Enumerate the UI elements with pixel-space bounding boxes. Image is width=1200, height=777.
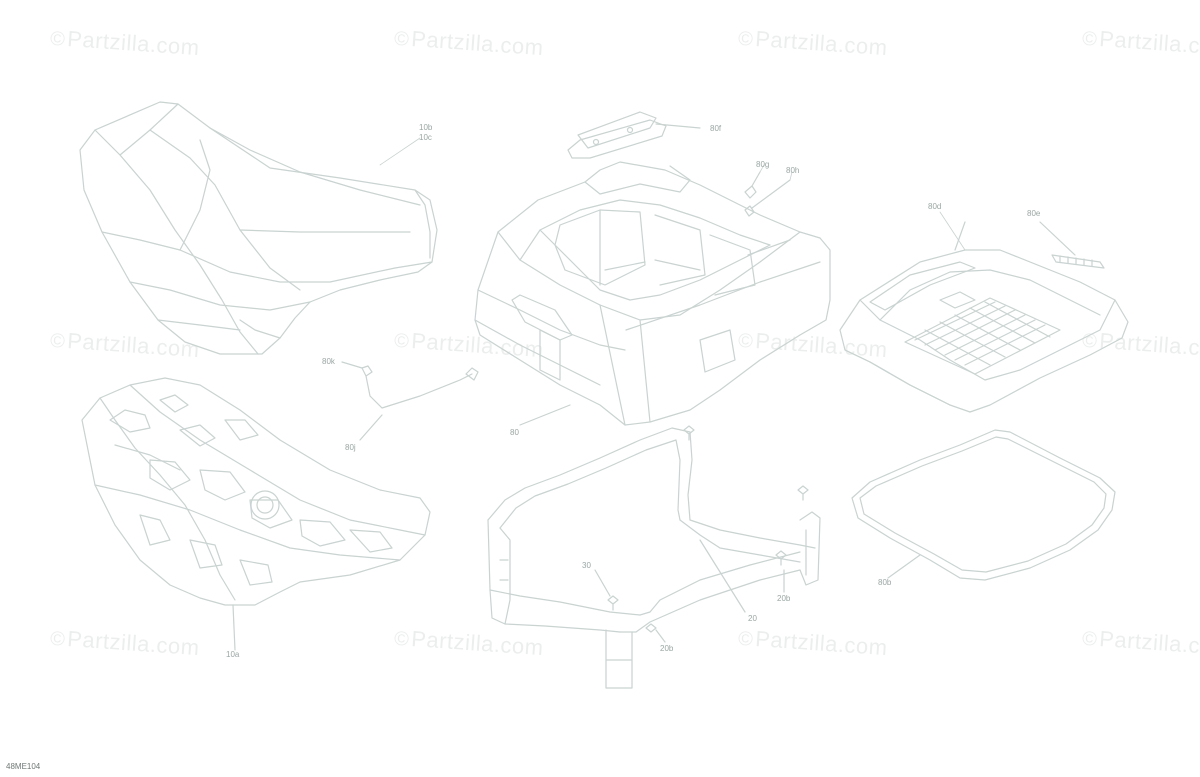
mounting-frame-part [487,427,821,689]
callout-10a: 10a [226,650,240,659]
callout-80f: 80f [710,124,722,133]
callout-80: 80 [510,428,519,437]
callout-80b: 80b [878,578,892,587]
seat-cushion-part [79,101,438,355]
bolt-part [594,425,809,643]
screw-80h-part [744,179,791,217]
callout-30: 30 [582,561,591,570]
latch-strip-part [1039,221,1105,269]
callout-80e: 80e [1027,209,1041,218]
callout-10b: 10b [419,123,433,132]
callout-80k: 80k [322,357,335,366]
storage-box-part [474,161,831,426]
callout-20: 20 [748,614,757,623]
screw-80g-part [744,171,761,199]
diagram-code: 48ME104 [6,762,41,771]
callout-80h: 80h [786,166,800,175]
leader-lines [379,137,966,251]
callout-20b-bottom: 20b [660,644,674,653]
lid-part [839,221,1129,413]
callout-80d: 80d [928,202,942,211]
cable-part [341,361,479,441]
seat-base-part [81,377,431,651]
callout-80g: 80g [756,160,770,169]
callout-80j: 80j [345,443,356,452]
seal-part [851,429,1116,581]
hinge-plate-part [567,111,701,159]
callout-20b-right: 20b [777,594,791,603]
callout-10c: 10c [419,133,432,142]
